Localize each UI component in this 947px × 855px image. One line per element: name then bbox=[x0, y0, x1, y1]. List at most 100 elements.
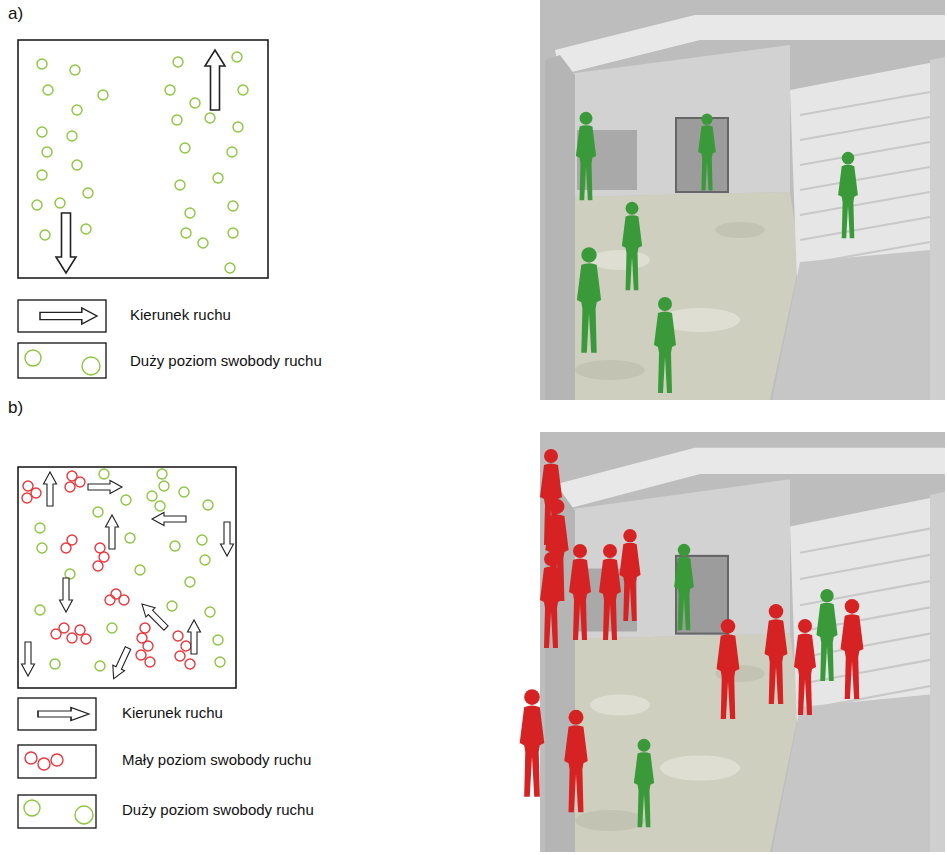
drawing-circle bbox=[228, 201, 238, 211]
drawing-circle bbox=[72, 105, 82, 115]
legend-text: Kierunek ruchu bbox=[130, 306, 231, 324]
drawing-circle bbox=[99, 469, 109, 479]
drawing-use bbox=[816, 589, 837, 681]
drawing-rect bbox=[18, 795, 96, 828]
legend-text: Mały poziom swobody ruchu bbox=[122, 751, 311, 769]
drawing-use bbox=[60, 578, 73, 612]
drawing-use bbox=[44, 472, 57, 506]
drawing-circle bbox=[70, 65, 80, 75]
drawing-circle bbox=[228, 228, 238, 238]
flow-diagram-b bbox=[18, 467, 236, 688]
drawing-use bbox=[838, 152, 858, 238]
drawing-use bbox=[599, 544, 621, 640]
drawing-circle bbox=[233, 122, 243, 132]
legend-text: Duży poziom swobody ruchu bbox=[122, 801, 314, 819]
drawing-use bbox=[22, 642, 35, 676]
drawing-circle bbox=[165, 85, 175, 95]
drawing-circle bbox=[25, 350, 41, 366]
drawing-circle bbox=[175, 180, 185, 190]
drawing-circle bbox=[38, 758, 50, 770]
legend-text: Kierunek ruchu bbox=[122, 704, 223, 722]
drawing-use bbox=[152, 513, 186, 526]
drawing-use bbox=[38, 708, 89, 721]
drawing-circle bbox=[24, 800, 40, 816]
drawing-use bbox=[40, 308, 97, 324]
drawing-circle bbox=[59, 623, 69, 633]
drawing-circle bbox=[175, 651, 185, 661]
drawing-circle bbox=[37, 59, 47, 69]
drawing-g bbox=[22, 471, 195, 669]
drawing-use bbox=[88, 481, 122, 494]
drawing-circle bbox=[83, 188, 93, 198]
drawing-circle bbox=[50, 659, 60, 669]
drawing-circle bbox=[181, 641, 191, 651]
drawing-circle bbox=[145, 657, 155, 667]
drawing-circle bbox=[143, 641, 153, 651]
drawing-circle bbox=[32, 200, 42, 210]
drawing-use bbox=[717, 619, 740, 719]
drawing-circle bbox=[170, 541, 180, 551]
drawing-circle bbox=[215, 657, 225, 667]
drawing-circle bbox=[65, 482, 75, 492]
drawing-g bbox=[576, 112, 858, 393]
drawing-circle bbox=[75, 477, 85, 487]
drawing-circle bbox=[172, 115, 182, 125]
drawing-circle bbox=[75, 806, 93, 824]
drawing-circle bbox=[155, 501, 165, 511]
drawing-circle bbox=[23, 481, 33, 491]
drawing-circle bbox=[121, 495, 131, 505]
drawing-circle bbox=[72, 160, 82, 170]
drawing-use bbox=[794, 619, 816, 715]
drawing-g bbox=[520, 449, 864, 812]
drawing-circle bbox=[81, 224, 91, 234]
drawing-circle bbox=[205, 113, 215, 123]
flow-diagram-a bbox=[18, 40, 268, 278]
drawing-circle bbox=[35, 605, 45, 615]
drawing-circle bbox=[173, 57, 183, 67]
drawing-circle bbox=[181, 228, 191, 238]
drawing-circle bbox=[179, 487, 189, 497]
building-illustration-b bbox=[520, 432, 945, 852]
drawing-use bbox=[841, 599, 864, 699]
drawing-circle bbox=[232, 52, 242, 62]
drawing-rect bbox=[18, 40, 268, 278]
drawing-circle bbox=[238, 85, 248, 95]
drawing-use bbox=[576, 112, 596, 200]
drawing-circle bbox=[203, 500, 213, 510]
drawing-circle bbox=[93, 561, 103, 571]
drawing-circle bbox=[157, 469, 167, 479]
drawing-circle bbox=[173, 631, 183, 641]
drawing-use bbox=[765, 604, 788, 704]
drawing-use bbox=[569, 544, 591, 640]
drawing-circle bbox=[213, 635, 223, 645]
drawing-circle bbox=[81, 634, 91, 644]
drawing-circle bbox=[37, 170, 47, 180]
drawing-circle bbox=[227, 147, 237, 157]
drawing-use bbox=[221, 522, 234, 556]
drawing-use bbox=[540, 432, 945, 852]
panel-label: b) bbox=[8, 398, 23, 418]
drawing-circle bbox=[51, 754, 63, 766]
legend-samples-a bbox=[18, 300, 106, 378]
drawing-circle bbox=[159, 481, 169, 491]
drawing-use bbox=[106, 515, 119, 549]
drawing-use bbox=[188, 620, 201, 654]
drawing-circle bbox=[37, 543, 47, 553]
drawing-circle bbox=[185, 577, 195, 587]
drawing-circle bbox=[119, 595, 129, 605]
drawing-circle bbox=[180, 143, 190, 153]
drawing-use bbox=[634, 739, 654, 827]
drawing-circle bbox=[61, 543, 71, 553]
drawing-circle bbox=[22, 493, 32, 503]
drawing-circle bbox=[225, 263, 235, 273]
drawing-circle bbox=[185, 208, 195, 218]
drawing-circle bbox=[35, 523, 45, 533]
drawing-circle bbox=[43, 85, 53, 95]
drawing-circle bbox=[107, 623, 117, 633]
drawing-circle bbox=[140, 623, 150, 633]
drawing-g bbox=[634, 544, 838, 827]
drawing-use bbox=[520, 689, 545, 797]
drawing-use bbox=[540, 0, 945, 400]
drawing-circle bbox=[147, 491, 157, 501]
